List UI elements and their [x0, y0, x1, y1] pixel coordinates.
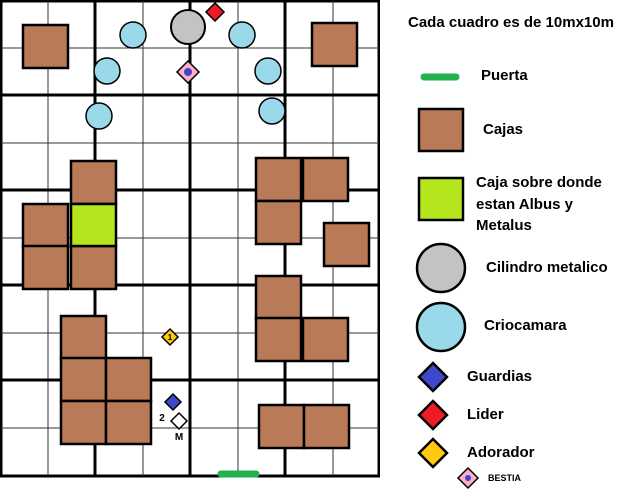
crate [254, 199, 303, 246]
crate [21, 202, 70, 249]
legend-highlight-label-1: Caja sobre donde [476, 174, 602, 191]
legend-door-label: Puerta [481, 67, 528, 84]
crate [21, 23, 70, 70]
metal-cylinder [170, 9, 206, 45]
crate [254, 316, 303, 363]
legend-box-swatch [417, 107, 465, 153]
legend-leader-icon [417, 399, 449, 431]
cryo-chamber [254, 57, 282, 85]
map: 1 2M [0, 0, 380, 478]
crate [322, 221, 371, 268]
crate [301, 316, 350, 363]
cryo-chamber [119, 21, 147, 49]
legend-worshipper-icon [417, 437, 449, 469]
crate [310, 21, 359, 68]
cryo-chamber [85, 102, 113, 130]
legend-leader-label: Lider [467, 406, 504, 423]
legend-beast-icon [456, 466, 480, 490]
crate [59, 399, 108, 446]
cryo-chamber [258, 97, 286, 125]
worshipper-number: 1 [168, 333, 173, 342]
legend-beast-dot [465, 475, 471, 481]
legend-cylinder-label: Cilindro metalico [486, 259, 608, 276]
legend-guard-icon [417, 361, 449, 393]
m-token-icon [169, 411, 189, 431]
crate [254, 156, 303, 203]
crate [59, 356, 108, 403]
crate [21, 244, 70, 291]
cryo-chamber [93, 57, 121, 85]
legend-cryo-swatch [415, 301, 467, 353]
worshipper-icon [160, 327, 180, 347]
crate [69, 159, 118, 206]
legend-highlight-label-2: estan Albus y [476, 196, 573, 213]
crate [302, 403, 351, 450]
crate [104, 356, 153, 403]
guard-icon [163, 392, 183, 412]
m-token-label: M [175, 432, 183, 443]
guard-number: 2 [159, 413, 165, 424]
leader-icon [204, 1, 226, 23]
cryo-chamber [228, 21, 256, 49]
beast-dot [184, 68, 192, 76]
crate [104, 399, 153, 446]
legend-boxes-label: Cajas [483, 121, 524, 138]
legend-worshipper-label: Adorador [467, 444, 535, 461]
legend-highlight-label-3: Metalus [476, 217, 532, 234]
crate [301, 156, 350, 203]
legend-highlight-box-swatch [417, 176, 465, 222]
legend-cryo-label: Criocamara [484, 317, 567, 334]
albus-metalus-crate [69, 202, 118, 248]
crate [257, 403, 306, 450]
legend-guards-label: Guardias [467, 368, 533, 385]
legend-title: Cada cuadro es de 10mx10m [408, 14, 614, 31]
legend-cylinder-swatch [415, 242, 467, 294]
crate [254, 274, 303, 321]
crate [59, 314, 108, 361]
crate [69, 244, 118, 291]
legend-beast-label: BESTIA [488, 473, 522, 483]
